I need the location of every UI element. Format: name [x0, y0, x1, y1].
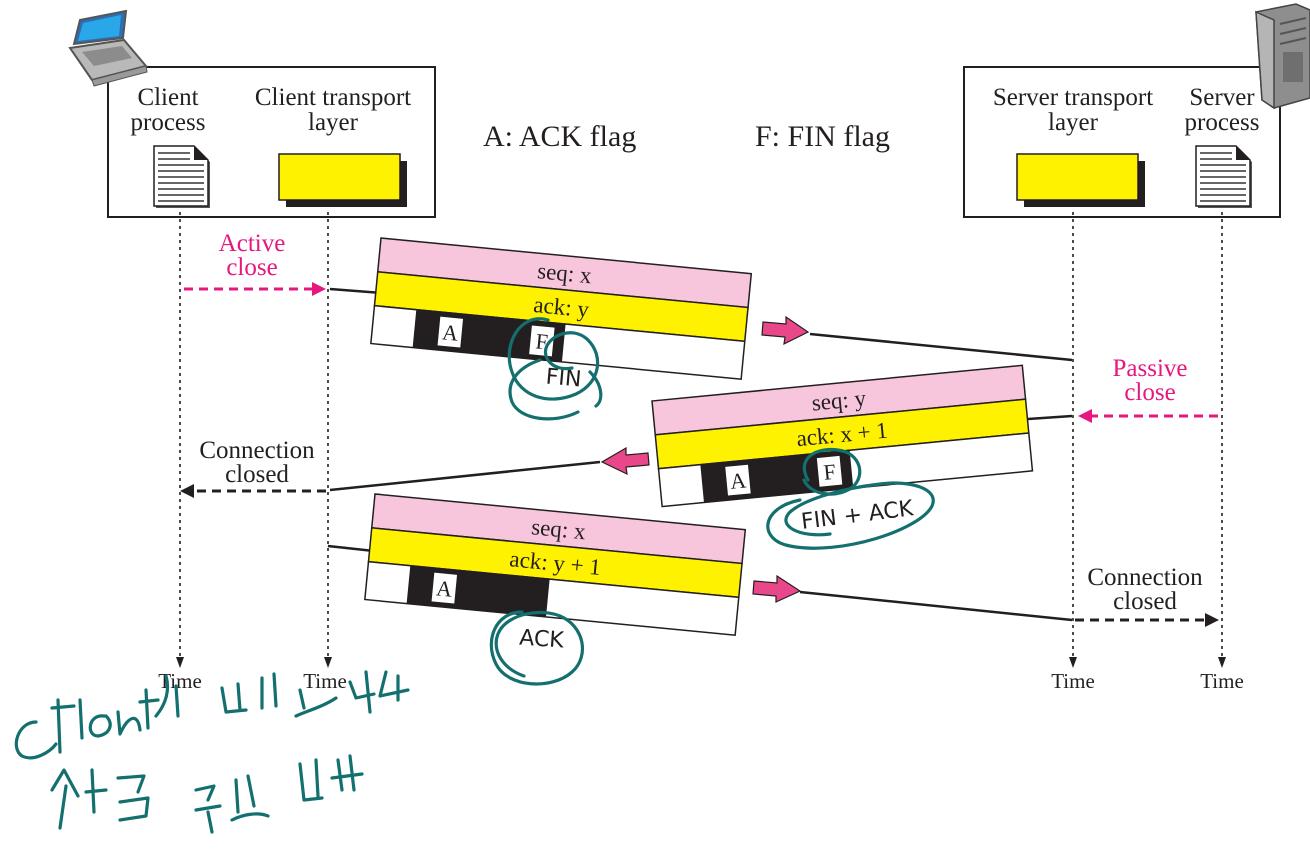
server-process-label-line2: process [1185, 109, 1260, 136]
active-close-label-line2: close [226, 254, 277, 281]
passive-close-label-line2: close [1124, 379, 1175, 406]
server-transport-label-line2: layer [1048, 109, 1099, 136]
segment-fin-fin-flag-cell [527, 324, 556, 358]
segment-ack-annotation: ACK [518, 625, 565, 653]
segment-2-wire-start [1027, 414, 1073, 421]
segment-ack-ack-flag-cell [430, 571, 459, 605]
segment-ack-ack-flag: A [435, 575, 453, 601]
server-connection-closed-line2: closed [1113, 588, 1177, 615]
server-transport-timeline-arrowhead [1069, 657, 1077, 668]
passive-close-arrowhead [1078, 409, 1092, 423]
client-process-label-line2: process [131, 109, 206, 136]
client-connection-closed-line1: Connection [199, 437, 315, 464]
client-transport-timeline-arrowhead [324, 657, 332, 668]
client-connection-closed-line2: closed [225, 461, 289, 488]
segment-ack-seq: seq: x [530, 514, 587, 544]
segment-fin-ack-fin-flag: F [822, 459, 837, 485]
handwritten-note-scribble [14, 670, 410, 834]
segment-fin-ack-handwritten-circle [802, 447, 862, 496]
segment-fin-ack-handwritten-ellipse [766, 481, 935, 550]
server-transport-block [1016, 153, 1145, 207]
segment-fin: seq: x ack: y A F [370, 237, 753, 380]
segment-fin-handwritten-circle-2 [508, 358, 603, 421]
active-close-label-line1: Active [219, 230, 286, 257]
laptop-icon [68, 9, 148, 87]
segment-ack-direction-arrow [752, 574, 802, 603]
client-host: Client process Client transport layer [68, 9, 436, 218]
time-label-client-transport: Time [303, 669, 347, 693]
server-host: Server transport layer Server process [963, 3, 1310, 218]
document-icon [153, 145, 210, 208]
segment-1-wire-start [329, 287, 383, 295]
server-process-label-line1: Server [1189, 84, 1255, 111]
segment-fin-ack-ack-flag-cell [723, 463, 753, 497]
client-process-timeline-arrowhead [176, 657, 184, 668]
time-label-server-process: Time [1200, 669, 1244, 693]
segment-ack-handwritten-circle [489, 610, 584, 686]
client-connection-closed-arrowhead [180, 484, 194, 498]
legend-ack-flag: A: ACK flag [483, 120, 636, 153]
client-process-label-line1: Client [137, 84, 198, 111]
server-process-timeline-arrowhead [1218, 657, 1226, 668]
segment-fin-seq: seq: x [536, 258, 593, 288]
legend-fin-flag: F: FIN flag [755, 120, 890, 153]
server-transport-label-line1: Server transport [993, 84, 1153, 111]
segment-fin-ack-fin-flag-cell [815, 454, 844, 489]
client-transport-label-line1: Client transport [255, 84, 411, 111]
segment-fin-ack-ack-flag: A [729, 467, 747, 493]
segment-fin-ack-direction-arrow [600, 446, 650, 476]
segment-fin-ack-flag-cell [436, 315, 465, 349]
active-close-arrowhead [312, 282, 326, 296]
time-label-client-process: Time [158, 669, 202, 693]
client-transport-label-line2: layer [308, 109, 359, 136]
segment-3-wire-end [799, 590, 1073, 622]
server-tower-icon [1255, 3, 1310, 110]
segment-fin-ack: ack: y [532, 292, 590, 322]
segment-2-wire-end [329, 460, 601, 492]
segment-fin-ack-flag: A [441, 319, 459, 345]
server-connection-closed-line1: Connection [1087, 564, 1203, 591]
document-icon [1195, 145, 1252, 208]
segment-fin-direction-arrow [761, 315, 810, 346]
segment-ack: seq: x ack: y + 1 A [364, 493, 747, 636]
segment-fin-handwritten-circle [507, 317, 600, 401]
server-connection-closed-arrowhead [1205, 613, 1219, 627]
time-label-server-transport: Time [1051, 669, 1095, 693]
segment-fin-ack: seq: y ack: x + 1 A F [651, 364, 1034, 508]
client-transport-block [278, 153, 407, 207]
segment-3-wire-start [327, 544, 375, 553]
passive-close-label-line1: Passive [1113, 355, 1188, 382]
segment-1-wire-end [809, 332, 1073, 362]
segment-fin-ack-seq: seq: y [811, 386, 868, 416]
